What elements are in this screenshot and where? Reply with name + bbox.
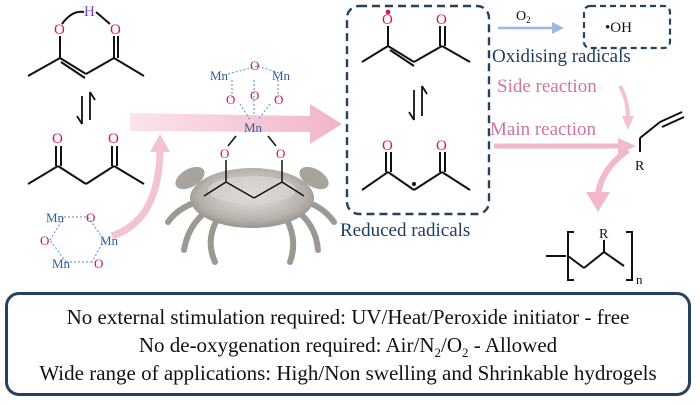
- o-atom: O: [436, 12, 447, 28]
- o-atom: O: [226, 92, 235, 107]
- o-atom: O: [436, 138, 447, 154]
- keto-o-right: O: [108, 131, 119, 147]
- o-atom: O: [220, 146, 229, 161]
- o-atom: O: [94, 256, 103, 271]
- main-reaction-arrow: [494, 138, 636, 154]
- o2-arrow: [498, 22, 564, 34]
- polymerisation-arrow: [586, 147, 630, 212]
- summary-box: No external stimulation required: UV/Hea…: [5, 292, 691, 396]
- keto-o-left: O: [52, 131, 63, 147]
- crab-illustration: [165, 166, 337, 265]
- radical-dot: [412, 182, 416, 186]
- o-atom: O: [382, 12, 393, 28]
- o-atom: O: [86, 210, 95, 225]
- keto-radical: [361, 152, 471, 191]
- polymer-unit: [546, 231, 633, 281]
- caption-line-1: No external stimulation required: UV/Hea…: [66, 305, 630, 329]
- mn-cluster-bottom: Mn O O Mn Mn O: [40, 210, 119, 271]
- oxidising-radicals-label: Oxidising radicals: [492, 46, 631, 67]
- o-atom: O: [274, 92, 283, 107]
- keto-structure: [27, 146, 145, 185]
- mn-atom: Mn: [244, 120, 263, 135]
- equilibrium-arrows-left: [76, 91, 96, 125]
- hydroxyl-radical-box: [582, 4, 672, 50]
- radical-dot: [385, 9, 391, 15]
- o-atom: O: [40, 233, 49, 248]
- caption-line-2: No de-oxygenation required: Air/N2/O2 - …: [138, 333, 558, 361]
- mn-atom: Mn: [46, 210, 65, 225]
- equilibrium-arrows-box: [408, 85, 428, 121]
- r-group-monomer: R: [635, 159, 645, 174]
- enol-h: H: [84, 4, 95, 20]
- o-atom: O: [382, 138, 393, 154]
- side-reaction-arrow: [618, 85, 634, 130]
- enol-structure: [27, 10, 145, 79]
- mn-atom: Mn: [52, 256, 71, 271]
- reduced-radicals-label: Reduced radicals: [340, 220, 470, 241]
- mn-atom: Mn: [210, 68, 229, 83]
- reduced-radicals-box: [345, 4, 491, 216]
- enol-o-right: O: [110, 22, 121, 38]
- o-atom: O: [250, 88, 259, 103]
- mn-complex: Mn O Mn O O O Mn O O: [203, 58, 305, 199]
- caption-line-3: Wide range of applications: High/Non swe…: [39, 361, 657, 385]
- n-subscript: n: [636, 272, 643, 287]
- o-atom: O: [250, 58, 259, 73]
- enolate-radical: [361, 26, 471, 67]
- r-group-polymer: R: [599, 227, 609, 242]
- vinyl-monomer: [639, 111, 685, 152]
- enol-o-left: O: [54, 22, 65, 38]
- curved-pink-arrow: [110, 134, 170, 240]
- hydroxyl-radical-label: •OH: [605, 20, 632, 36]
- main-reaction-label: Main reaction: [490, 119, 597, 140]
- side-reaction-label: Side reaction: [497, 76, 597, 97]
- o2-label: O2: [516, 9, 531, 25]
- mn-atom: Mn: [272, 68, 291, 83]
- o-atom: O: [276, 146, 285, 161]
- main-pink-arrow: [130, 104, 342, 144]
